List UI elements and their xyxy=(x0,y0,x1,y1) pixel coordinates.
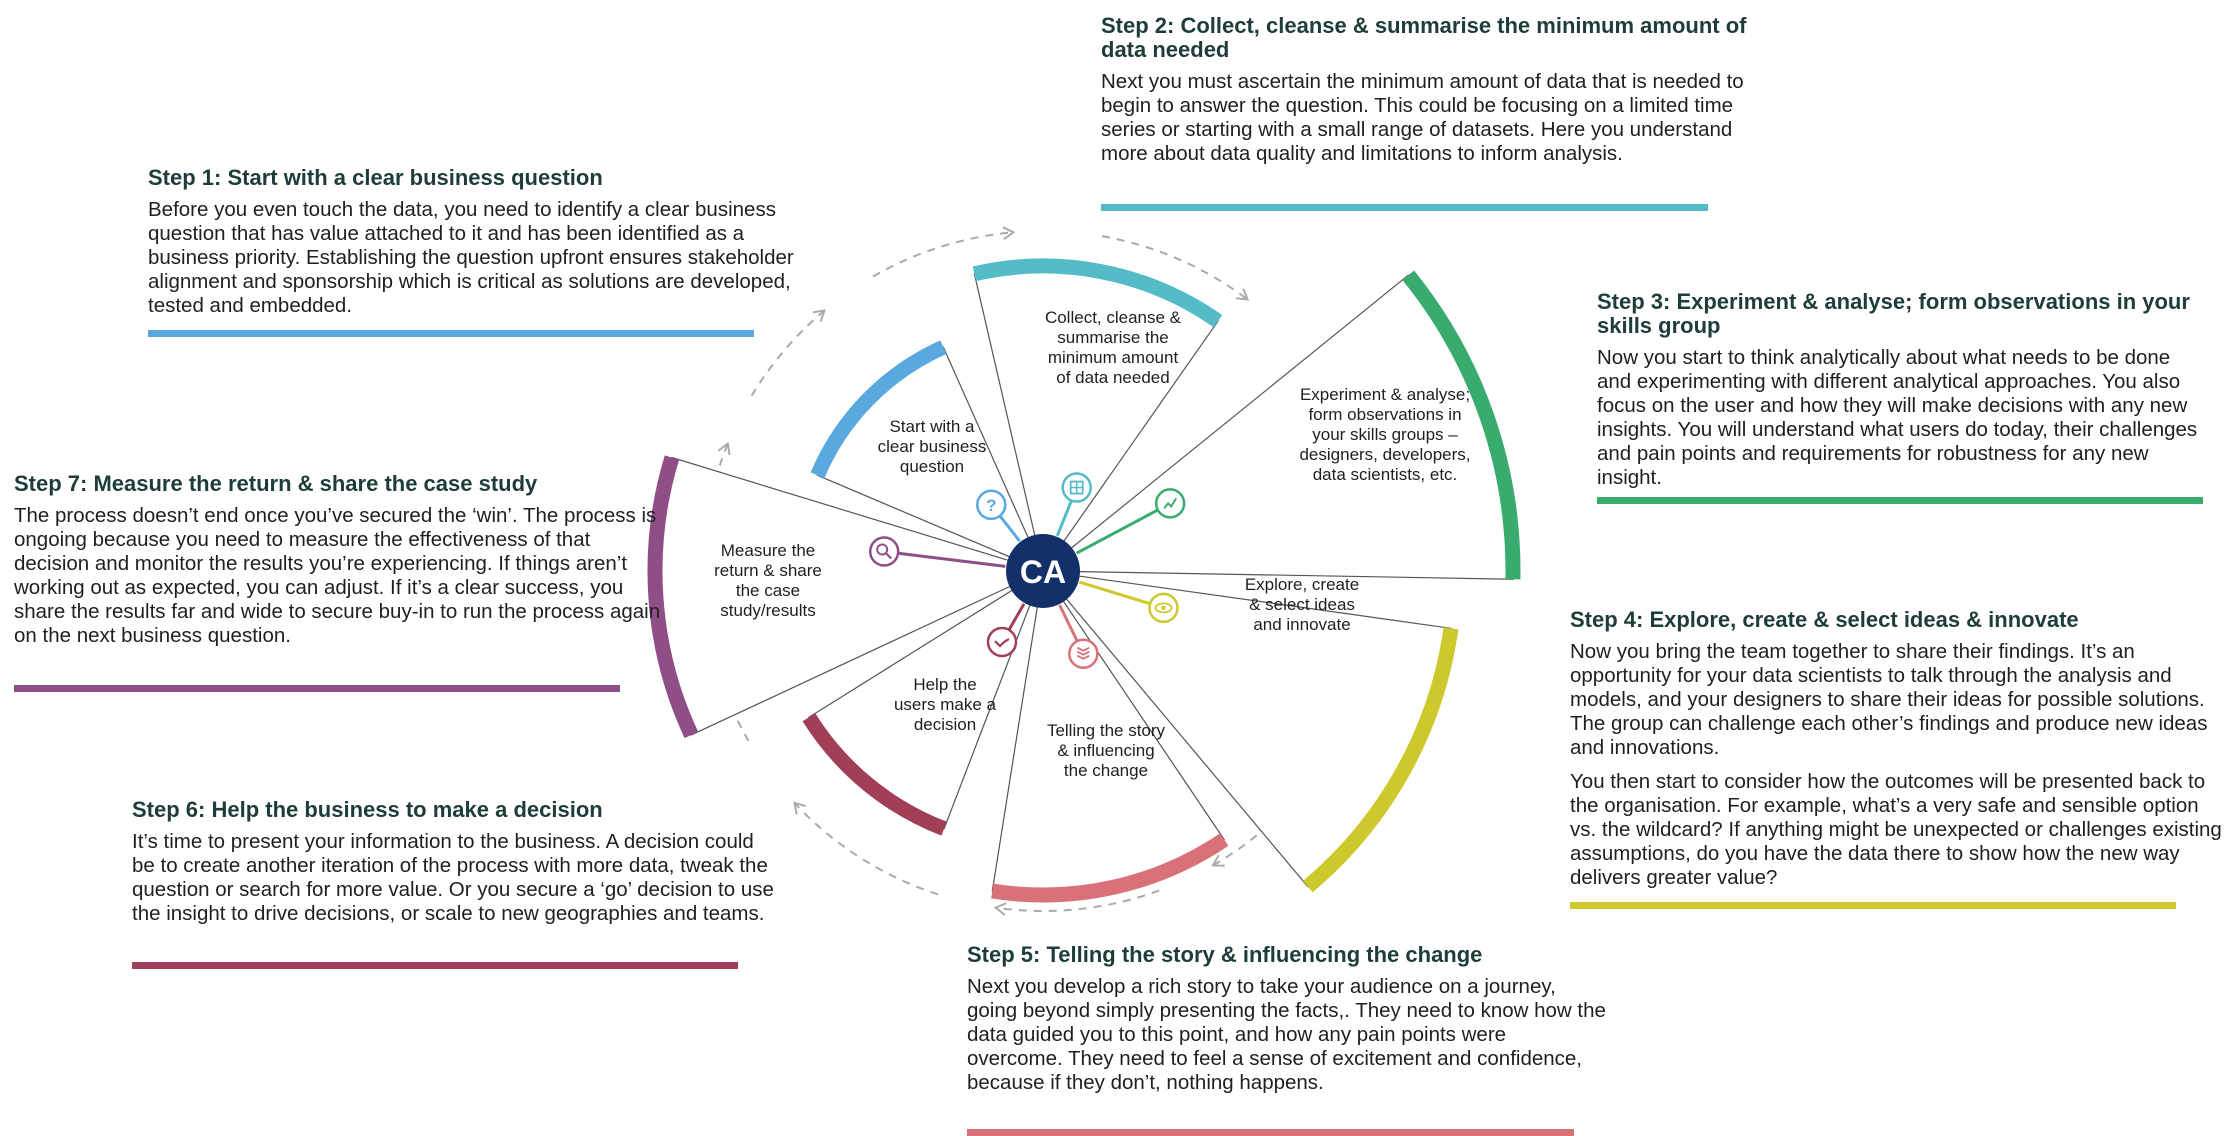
step-3-block: Step 3: Experiment & analyse; form obser… xyxy=(1597,289,2207,504)
step-2-underline xyxy=(1101,204,1708,211)
center-logo-text: CA xyxy=(1020,554,1066,590)
cycle-arrowhead-8 xyxy=(812,309,826,322)
step-1-text: Before you even touch the data, you need… xyxy=(148,198,794,317)
spoke-step-6 xyxy=(1007,603,1026,631)
cycle-arrowhead-1 xyxy=(1002,226,1016,240)
cycle-arrow-6 xyxy=(793,802,939,896)
cycle-arrowhead-7 xyxy=(717,441,731,456)
spoke-step-5 xyxy=(1058,604,1079,642)
step-4-heading: Step 4: Explore, create & select ideas &… xyxy=(1570,607,2079,632)
step-4-text-2: You then start to consider how the outco… xyxy=(1570,770,2222,889)
step-4-text-1: Now you bring the team together to share… xyxy=(1570,640,2208,759)
step-5-heading: Step 5: Telling the story & influencing … xyxy=(967,942,1483,967)
arc-step-1 xyxy=(810,340,947,479)
step-6-underline xyxy=(132,962,738,969)
arc-step-2 xyxy=(972,258,1223,328)
step-1-block: Step 1: Start with a clear business ques… xyxy=(148,165,798,337)
spoke-step-1 xyxy=(998,514,1021,542)
svg-text:?: ? xyxy=(986,496,996,515)
data-grid-icon xyxy=(1061,472,1092,503)
spoke-step-7 xyxy=(897,551,1006,568)
step-6-block: Step 6: Help the business to make a deci… xyxy=(132,797,782,969)
arc-step-7 xyxy=(647,455,699,739)
spoke-step-2 xyxy=(1055,499,1073,537)
eye-icon xyxy=(1148,592,1179,624)
step-7-underline xyxy=(14,685,620,692)
spoke-step-3 xyxy=(1075,508,1159,555)
icon-spokes: ? xyxy=(868,472,1186,669)
cycle-arrow-2 xyxy=(1101,235,1249,301)
question-icon: ? xyxy=(976,489,1007,521)
cycle-arrowhead-4 xyxy=(1211,854,1225,867)
segment-label-step-3: Experiment & analyse;form observations i… xyxy=(1299,385,1470,484)
arc-step-6 xyxy=(802,713,947,836)
step-6-text: It’s time to present your information to… xyxy=(132,830,774,925)
arc-step-3 xyxy=(1402,270,1521,580)
step-5-block: Step 5: Telling the story & influencing … xyxy=(967,942,1607,1136)
cycle-arrowhead-5 xyxy=(993,902,1007,916)
layers-icon xyxy=(1068,638,1099,669)
step-7-block: Step 7: Measure the return & share the c… xyxy=(14,471,664,692)
cycle-arrowhead-6 xyxy=(793,801,806,815)
center-logo: CA xyxy=(1006,534,1080,608)
handshake-icon xyxy=(986,626,1018,658)
step-6-heading: Step 6: Help the business to make a deci… xyxy=(132,797,603,822)
step-1-heading: Step 1: Start with a clear business ques… xyxy=(148,165,603,190)
step-5-text: Next you develop a rich story to take yo… xyxy=(967,975,1606,1094)
cycle-arrowhead-2 xyxy=(1235,288,1250,301)
step-2-heading: Step 2: Collect, cleanse & summarise the… xyxy=(1101,13,1747,62)
magnifier-icon xyxy=(868,536,900,567)
step-2-text: Next you must ascertain the minimum amou… xyxy=(1101,70,1744,165)
step-1-underline xyxy=(148,330,754,337)
step-4-block: Step 4: Explore, create & select ideas &… xyxy=(1570,607,2225,909)
spoke-step-4 xyxy=(1078,580,1151,606)
step-2-block: Step 2: Collect, cleanse & summarise the… xyxy=(1101,13,1761,211)
step-3-heading: Step 3: Experiment & analyse; form obser… xyxy=(1597,289,2190,338)
arc-step-4 xyxy=(1303,627,1459,893)
cycle-arrow-8 xyxy=(750,309,826,397)
step-3-underline xyxy=(1597,497,2203,504)
cycle-arrow-5 xyxy=(995,889,1160,912)
step-7-text: The process doesn’t end once you’ve secu… xyxy=(14,504,661,647)
line-chart-icon xyxy=(1154,488,1186,519)
step-7-heading: Step 7: Measure the return & share the c… xyxy=(14,471,538,496)
arc-step-5 xyxy=(991,833,1229,903)
step-3-text: Now you start to think analytically abou… xyxy=(1597,346,2198,489)
step-4-underline xyxy=(1570,902,2176,909)
